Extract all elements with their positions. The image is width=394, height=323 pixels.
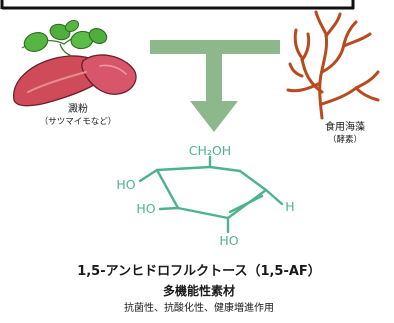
- seaweed-sub-label: （酵素）: [327, 135, 363, 145]
- ch2oh-label: CH₂OH: [188, 143, 232, 158]
- top-frame: [0, 0, 355, 10]
- ho-mid-label: HO: [136, 201, 156, 216]
- molecule-structure: [138, 155, 284, 234]
- product-name: 1,5-アンヒドロフルクトース（1,5-AF）: [77, 264, 321, 279]
- ho-bottom-label: HO: [219, 233, 239, 248]
- ho-left-label: HO: [116, 177, 136, 192]
- product-functions: 抗菌性、抗酸化性、健康増進作用: [124, 303, 274, 314]
- sweet-potato-icon: [13, 19, 137, 107]
- h-label: H: [285, 199, 295, 214]
- seaweed-label: 食用海藻: [325, 122, 365, 133]
- convergence-arrow: [150, 40, 280, 132]
- product-type: 多機能性素材: [162, 284, 236, 298]
- starch-label: 澱粉: [68, 104, 88, 115]
- seaweed-icon: [286, 10, 380, 120]
- starch-sub-label: （サツマイモなど）: [39, 117, 117, 127]
